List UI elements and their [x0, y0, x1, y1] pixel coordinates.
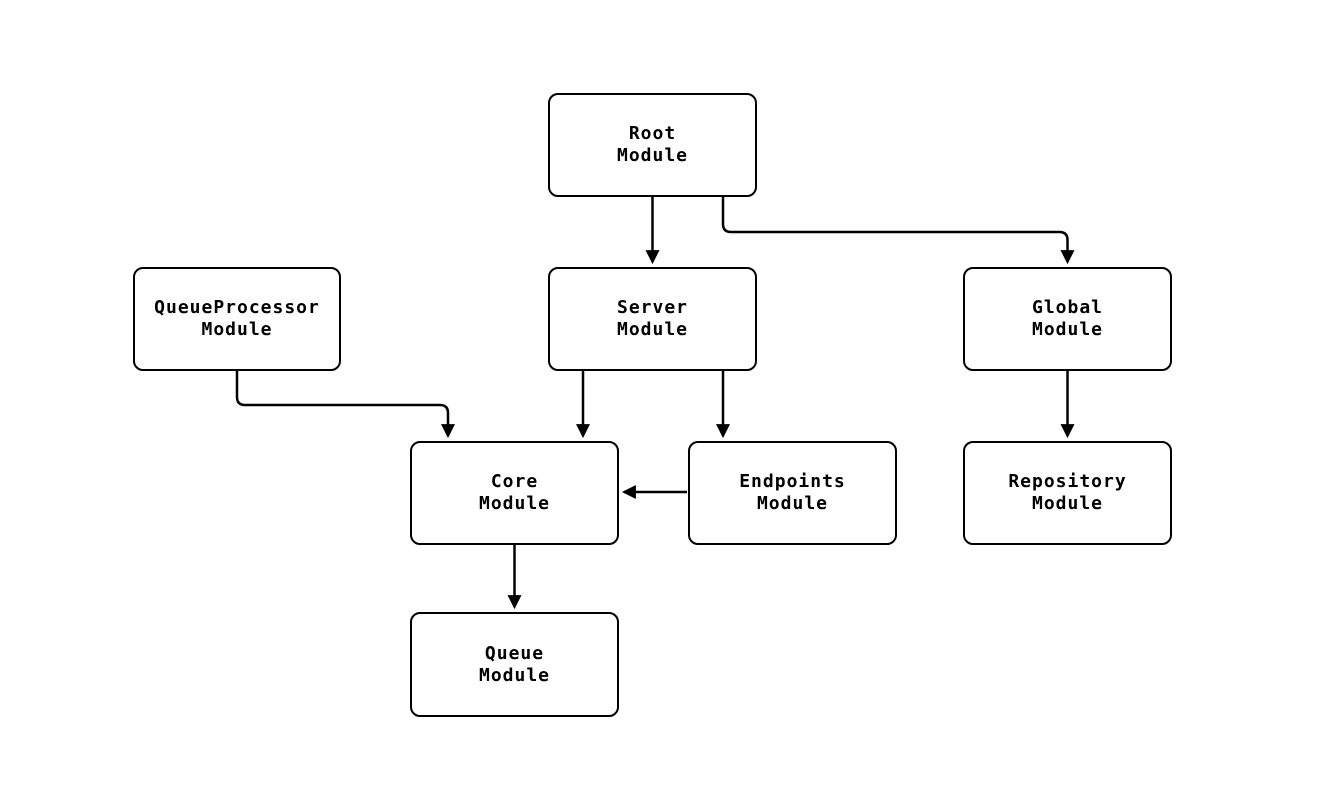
- node-endpoints-module: Endpoints Module: [688, 441, 897, 545]
- edge-queueprocessor-to-core: [235, 371, 455, 439]
- node-queue-module-label: Queue Module: [478, 642, 551, 686]
- node-global-module: Global Module: [963, 267, 1172, 371]
- node-core-module-label: Core Module: [478, 471, 551, 514]
- node-repository-module: Repository Module: [963, 441, 1172, 545]
- node-root-module-label: Root Module: [616, 123, 689, 166]
- edge-root-to-global: [721, 197, 1075, 265]
- node-global-module-label: Global Module: [1031, 297, 1104, 340]
- node-server-module-label: Server Module: [616, 297, 689, 340]
- node-queue-module: Queue Module: [410, 612, 619, 717]
- node-server-module: Server Module: [548, 267, 757, 371]
- node-core-module: Core Module: [410, 441, 619, 545]
- node-endpoints-module-label: Endpoints Module: [739, 471, 846, 514]
- node-queueprocessor-module: QueueProcessor Module: [133, 267, 341, 371]
- node-root-module: Root Module: [548, 93, 757, 197]
- node-queueprocessor-module-label: QueueProcessor Module: [154, 297, 320, 340]
- node-repository-module-label: Repository Module: [1008, 471, 1127, 514]
